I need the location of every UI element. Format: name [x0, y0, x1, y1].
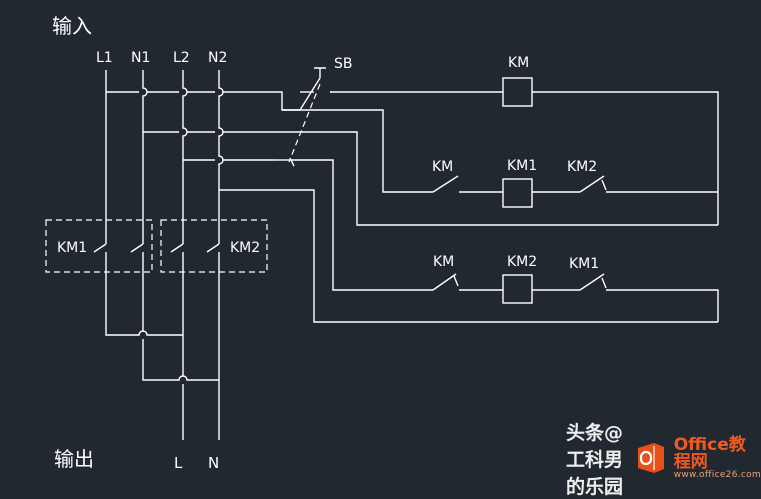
input-lines — [105, 70, 224, 244]
km2-nc-label: KM2 — [567, 159, 597, 175]
watermark-text: 头条@工科男的乐园 — [566, 421, 624, 498]
km-contact-label-1: KM — [432, 159, 453, 175]
output-title: 输出 — [54, 447, 94, 471]
input-title: 输入 — [52, 14, 92, 38]
km1-nc-label: KM1 — [569, 256, 599, 272]
km2-coil-label: KM2 — [507, 254, 537, 270]
km1-coil-label: KM1 — [507, 158, 537, 174]
sb-label: SB — [334, 56, 353, 72]
km-coil-label: KM — [508, 55, 529, 71]
office-url: www.office26.com — [673, 469, 761, 480]
km-contact-label-2: KM — [433, 254, 454, 270]
terminal-label-L2: L2 — [173, 50, 190, 66]
km2-contactor-label: KM2 — [230, 240, 260, 256]
rung-km2: KM KM2 KM1 — [432, 254, 719, 322]
office-brand: Office教程网 — [673, 434, 746, 472]
rung-km: KM — [330, 55, 719, 225]
terminal-label-L1: L1 — [96, 50, 113, 66]
terminal-label-N2: N2 — [208, 50, 227, 66]
office-logo-icon — [634, 441, 668, 475]
output-lines — [105, 260, 220, 440]
sb-button: SB — [275, 56, 353, 167]
km1-coil — [502, 178, 533, 208]
watermark: 头条@工科男的乐园 Office教程网 www.office26.com — [566, 422, 761, 498]
circuit-diagram: L1 N1 L2 N2 L N SB KM — [45, 50, 719, 472]
rung-km1: KM KM1 KM2 — [282, 109, 718, 208]
km1-contactor: KM1 — [45, 219, 153, 273]
output-label-N: N — [208, 454, 219, 472]
output-label-L: L — [174, 454, 183, 472]
km1-contactor-label: KM1 — [57, 240, 87, 256]
control-taps — [106, 91, 718, 323]
km2-contactor: KM2 — [160, 219, 268, 273]
km-coil — [502, 77, 533, 107]
km2-coil — [502, 274, 533, 304]
terminal-label-N1: N1 — [131, 50, 150, 66]
